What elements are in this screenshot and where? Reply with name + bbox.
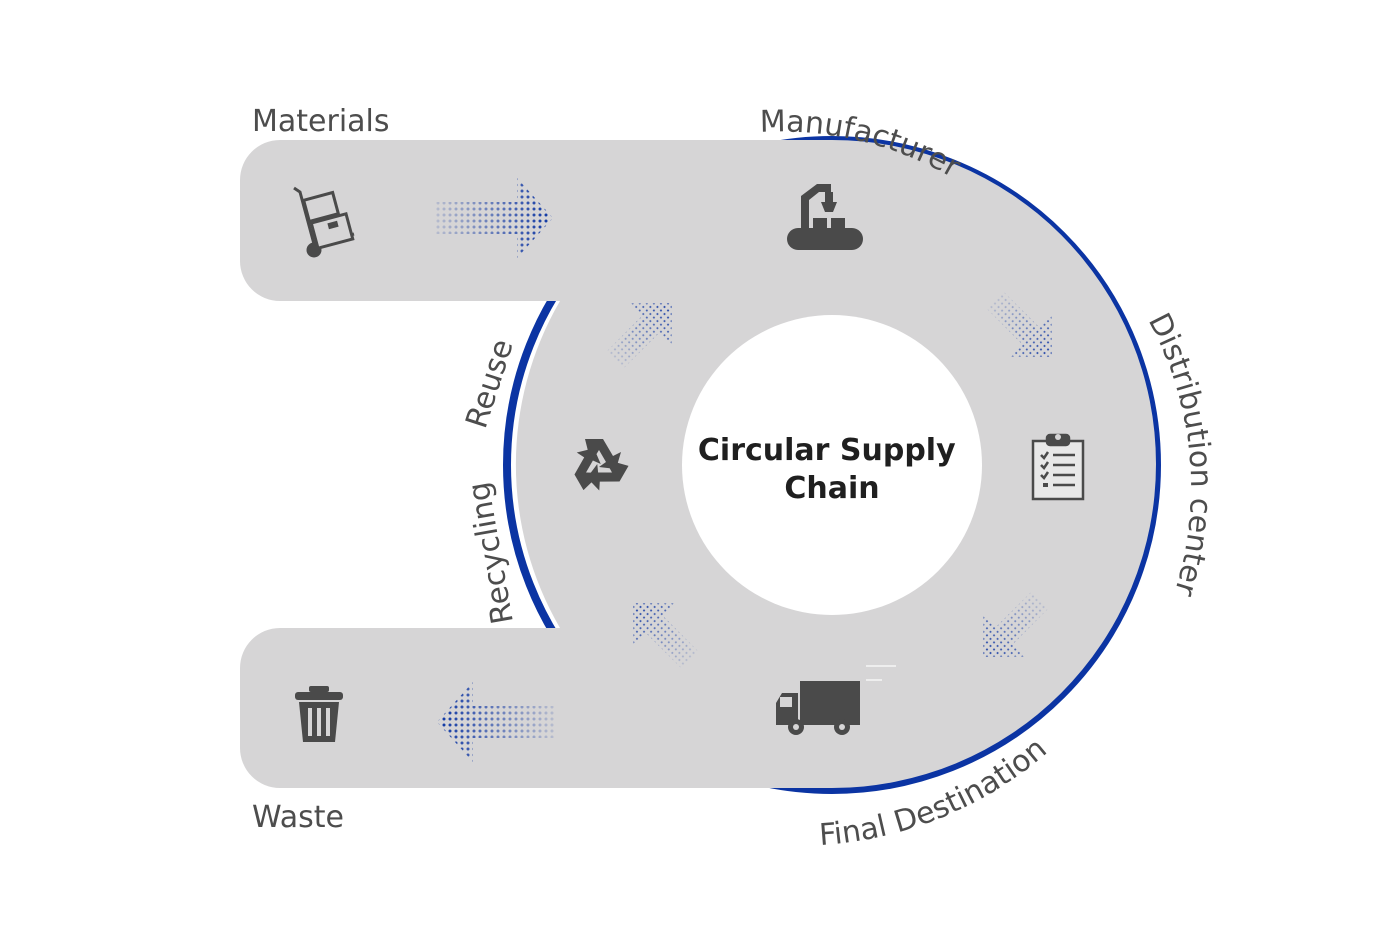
robotic-arm-conveyor-icon — [787, 184, 863, 250]
clipboard-checklist-icon — [1031, 433, 1085, 501]
hand-truck-boxes-icon — [293, 186, 355, 258]
arrow-right-materials — [435, 178, 553, 258]
waste-label: Waste — [252, 800, 344, 835]
center-title: Circular Supply Chain — [698, 433, 966, 506]
trash-bin-icon — [295, 686, 343, 742]
arrow-up-right-left — [606, 303, 672, 369]
arrow-left-waste — [437, 682, 555, 762]
arrow-up-left-bottom — [633, 603, 699, 669]
arrow-down-left-right — [983, 591, 1049, 657]
track — [240, 140, 1156, 788]
arrow-down-right-top — [986, 291, 1052, 357]
delivery-truck-icon — [776, 665, 896, 735]
materials-label: Materials — [252, 104, 390, 139]
recycle-icon — [574, 439, 629, 491]
